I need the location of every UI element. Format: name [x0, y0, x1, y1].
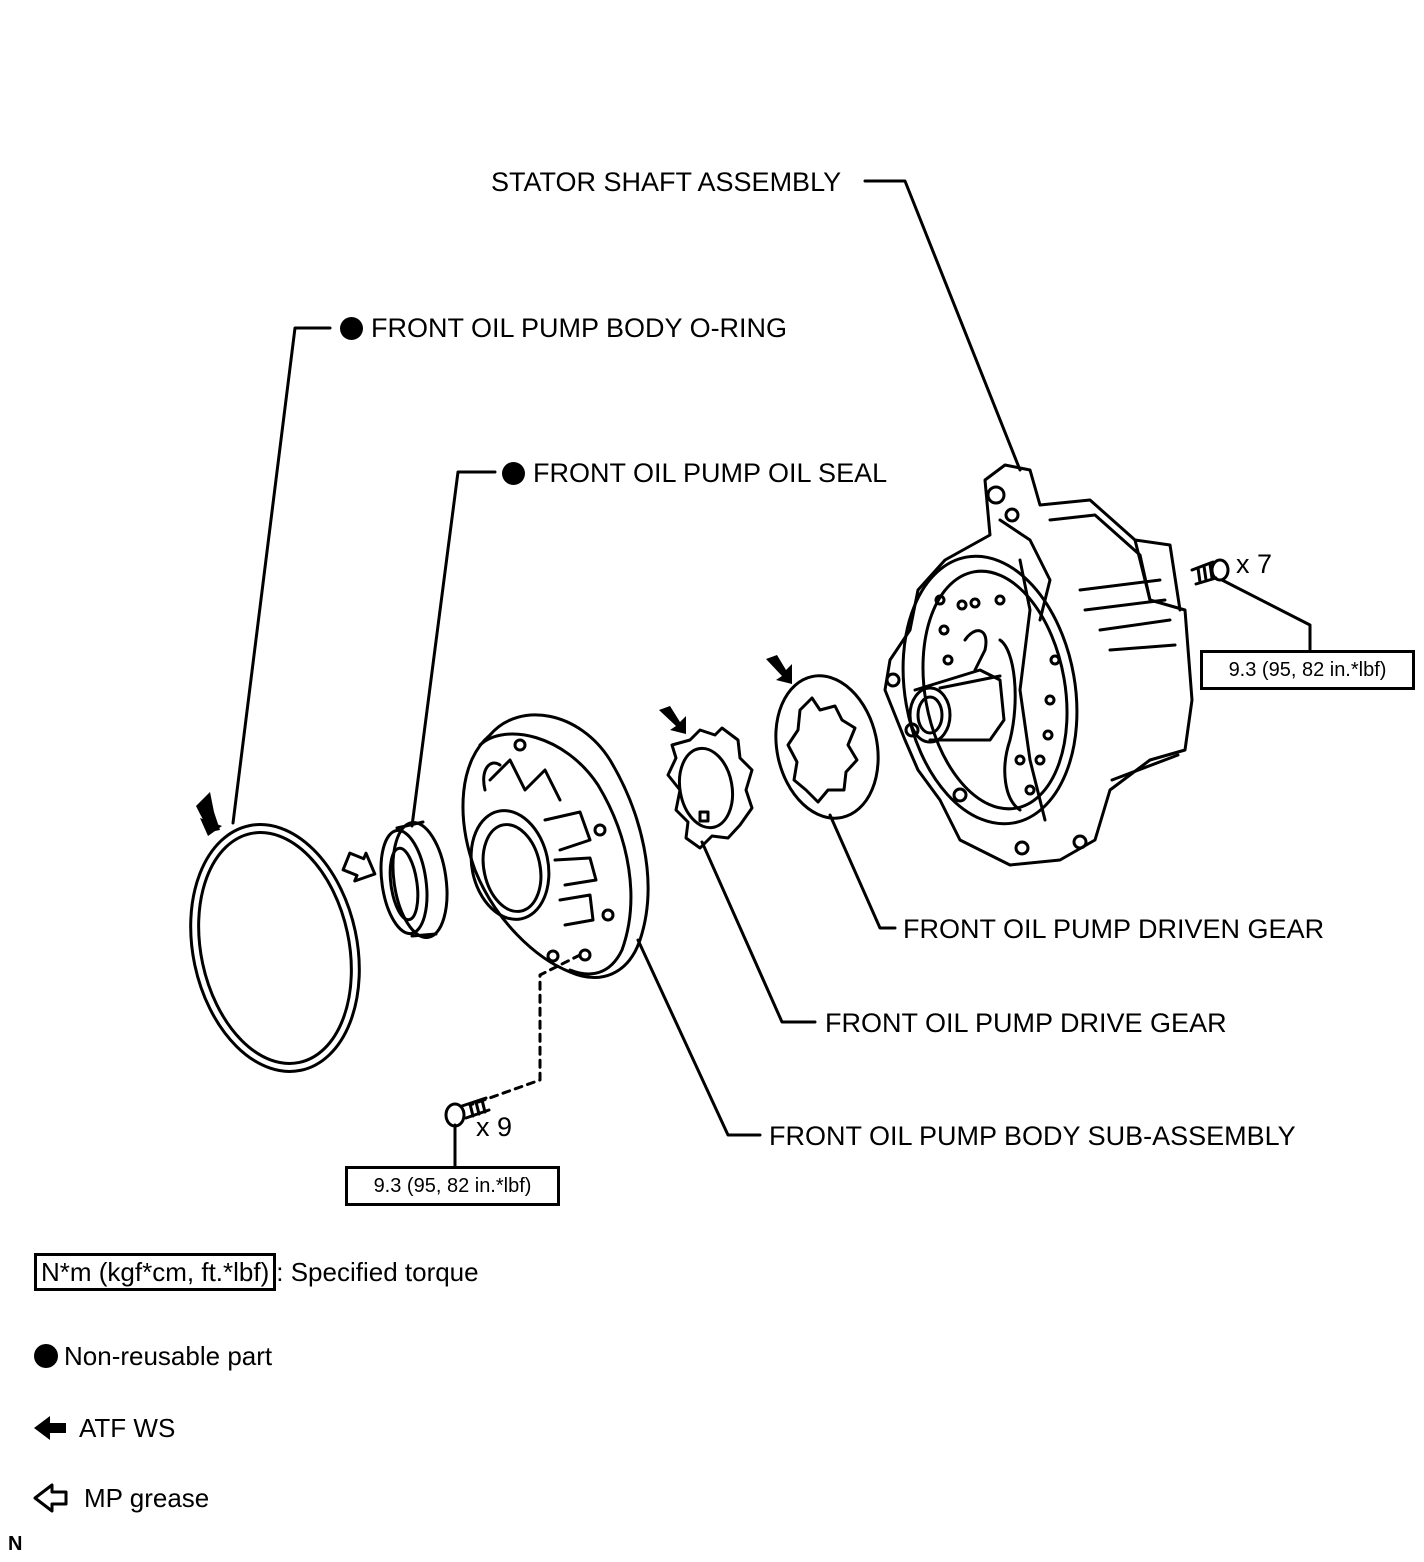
legend-grease-text: MP grease	[84, 1483, 210, 1513]
drive-gear-leader	[700, 840, 817, 1024]
oil-seal-part	[379, 820, 449, 940]
legend-torque-text: : Specified torque	[276, 1257, 479, 1287]
legend-atf-icon	[34, 1416, 66, 1440]
lower-bolt-qty: x 9	[476, 1112, 513, 1142]
non-reusable-dot-icon	[502, 462, 525, 485]
legend-non-reusable-text: Non-reusable part	[64, 1341, 273, 1371]
o-ring-label-row: FRONT OIL PUMP BODY O-RING	[340, 313, 787, 343]
upper-bolt-leader	[1220, 578, 1312, 652]
body-sub-assembly-label: FRONT OIL PUMP BODY SUB-ASSEMBLY	[769, 1121, 1296, 1151]
o-ring-part	[189, 823, 361, 1073]
o-ring-leader	[231, 326, 332, 825]
upper-bolt	[1190, 558, 1230, 586]
legend-torque-unit: N*m (kgf*cm, ft.*lbf)	[34, 1253, 277, 1291]
drive-gear-part	[666, 726, 754, 850]
driven-gear-label: FRONT OIL PUMP DRIVEN GEAR	[903, 914, 1325, 944]
non-reusable-dot-icon	[340, 317, 363, 340]
oil-seal-label: FRONT OIL PUMP OIL SEAL	[533, 458, 888, 488]
atf-arrow-marks	[196, 655, 792, 836]
driven-gear-part	[774, 674, 880, 820]
stator-shaft-part	[883, 463, 1194, 867]
legend-torque-row: N*m (kgf*cm, ft.*lbf): Specified torque	[34, 1253, 479, 1291]
grease-arrow-mark	[341, 851, 377, 883]
legend-atf-text: ATF WS	[79, 1413, 176, 1443]
pump-body-leader	[636, 938, 762, 1137]
stator-shaft-label: STATOR SHAFT ASSEMBLY	[491, 167, 842, 197]
drive-gear-label: FRONT OIL PUMP DRIVE GEAR	[825, 1008, 1227, 1038]
lower-torque-box: 9.3 (95, 82 in.*lbf)	[345, 1166, 560, 1206]
corner-mark: N	[8, 1533, 23, 1555]
pump-body-part	[461, 713, 650, 979]
legend-grease-icon	[33, 1483, 68, 1513]
lower-bolt-guide	[468, 953, 582, 1107]
upper-torque-box: 9.3 (95, 82 in.*lbf)	[1200, 650, 1415, 690]
stator-shaft-leader	[863, 179, 1022, 472]
oil-seal-leader	[410, 470, 497, 828]
o-ring-label: FRONT OIL PUMP BODY O-RING	[371, 313, 788, 343]
legend-non-reusable-icon	[34, 1344, 58, 1368]
upper-bolt-qty: x 7	[1236, 549, 1273, 579]
oil-seal-label-row: FRONT OIL PUMP OIL SEAL	[502, 458, 887, 488]
driven-gear-leader	[828, 813, 897, 930]
